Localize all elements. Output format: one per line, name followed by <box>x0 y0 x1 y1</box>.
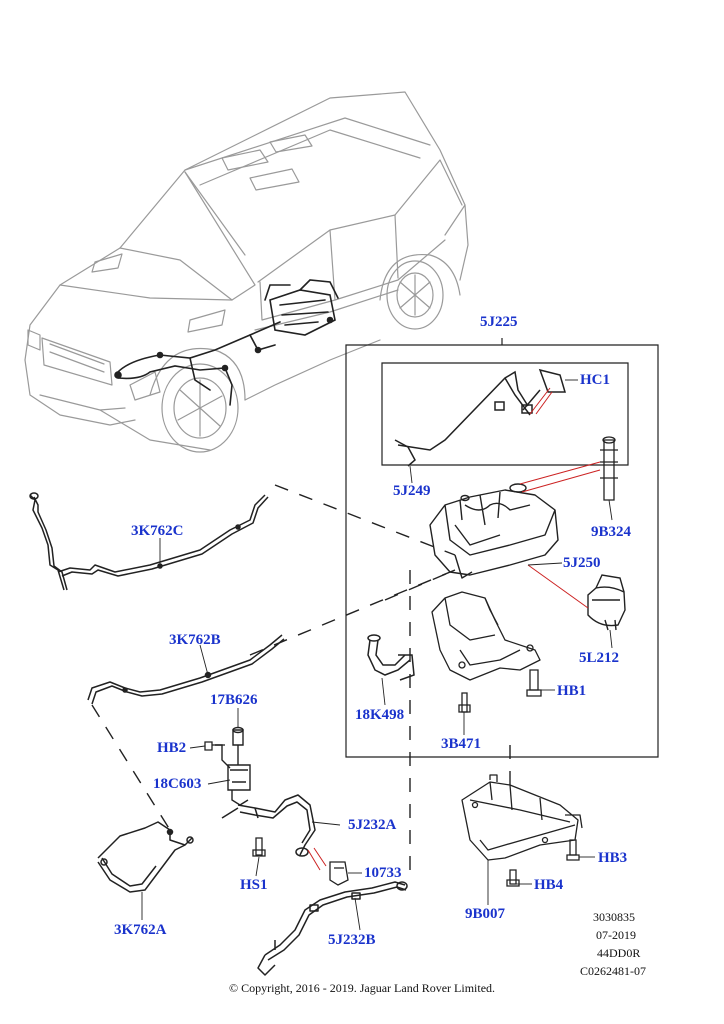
callout-hb1[interactable]: HB1 <box>557 683 587 699</box>
callout-hb2[interactable]: HB2 <box>157 740 187 756</box>
vehicle-outline <box>24 91 469 453</box>
bolts-tray <box>506 839 580 887</box>
hose-5j232b <box>257 881 408 976</box>
callout-5l212[interactable]: 5L212 <box>579 650 620 666</box>
fuel-tank <box>429 483 559 579</box>
sender-unit <box>600 436 618 501</box>
callout-3k762a[interactable]: 3K762A <box>114 922 167 938</box>
valve-assembly <box>215 726 251 806</box>
harness-5j249 <box>394 368 567 467</box>
pipe-3k762b <box>87 634 285 705</box>
callout-hs1[interactable]: HS1 <box>240 877 268 893</box>
leader-lines <box>141 338 613 931</box>
reference-model-code: 44DD0R <box>597 946 641 960</box>
clip-10733 <box>329 861 349 886</box>
reference-illustration-code: C0262481-07 <box>580 964 646 978</box>
callout-10733[interactable]: 10733 <box>364 865 402 881</box>
bolts-box <box>458 669 542 713</box>
leader-red-5j232a <box>307 847 327 871</box>
callout-18c603[interactable]: 18C603 <box>153 776 202 792</box>
callout-3k762b[interactable]: 3K762B <box>169 632 221 648</box>
callout-9b007[interactable]: 9B007 <box>465 906 506 922</box>
callout-9b324[interactable]: 9B324 <box>591 524 632 540</box>
tray-9b007 <box>461 774 583 861</box>
callout-17b626[interactable]: 17B626 <box>210 692 258 708</box>
callout-5j250[interactable]: 5J250 <box>563 555 601 571</box>
assembly-dashed-lines <box>91 484 511 870</box>
callout-hb4[interactable]: HB4 <box>534 877 564 893</box>
callout-5j232b[interactable]: 5J232B <box>328 932 376 948</box>
callout-5j249[interactable]: 5J249 <box>393 483 431 499</box>
callout-5j232a[interactable]: 5J232A <box>348 817 397 833</box>
pump-unit <box>587 574 626 631</box>
pipe-3k762a <box>97 821 194 893</box>
leader-red-5l212 <box>527 564 589 609</box>
reference-date: 07-2019 <box>596 928 636 942</box>
callout-hb3[interactable]: HB3 <box>598 850 628 866</box>
heat-shield <box>431 591 541 681</box>
leader-red-hc1 <box>529 387 553 415</box>
callout-3b471[interactable]: 3B471 <box>441 736 482 752</box>
callout-hc1[interactable]: HC1 <box>580 372 610 388</box>
copyright-notice: © Copyright, 2016 - 2019. Jaguar Land Ro… <box>228 981 496 995</box>
callout-3k762c[interactable]: 3K762C <box>131 523 184 539</box>
reference-code: 3030835 <box>593 910 635 924</box>
hose-5j232a <box>221 794 316 857</box>
bolts-left <box>204 741 266 857</box>
leader-red-9b324 <box>519 461 601 493</box>
callout-18k498[interactable]: 18K498 <box>355 707 405 723</box>
vehicle-harness <box>114 279 339 406</box>
pipe-3k762c <box>29 492 269 591</box>
hose-18k498 <box>367 634 415 681</box>
callout-5j225[interactable]: 5J225 <box>480 314 518 330</box>
